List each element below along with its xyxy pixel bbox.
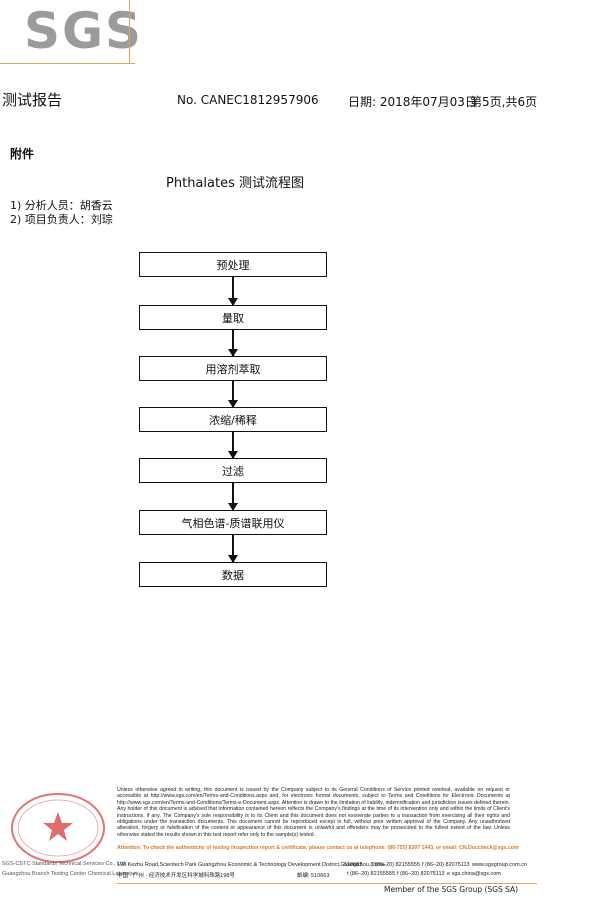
report-number: No. CANEC1812957906 — [177, 93, 319, 107]
address-cn: 中国 · 广州 · 经济技术开发区科学城科珠路198号 — [117, 873, 235, 879]
stamp-company-line: SGS-CSTC Standards Technical Services Co… — [2, 861, 127, 867]
appendix-label: 附件 — [10, 147, 35, 161]
logo-divider-vertical — [129, 0, 130, 64]
flow-arrow — [228, 381, 238, 408]
staff-list: 1) 分析人员：胡香云 2) 项目负责人：刘琮 — [10, 199, 113, 227]
footer-divider — [117, 883, 537, 884]
flow-arrow — [228, 483, 238, 511]
flow-arrow — [228, 432, 238, 459]
flow-arrow — [228, 330, 238, 357]
flow-step-data: 数据 — [139, 562, 327, 587]
flowchart-title: Phthalates 测试流程图 — [166, 176, 304, 191]
terms-conditions: Unless otherwise agreed in writing, this… — [117, 787, 510, 838]
flow-step-filter: 过滤 — [139, 458, 327, 483]
flow-arrow — [228, 277, 238, 306]
sgs-logo: SGS — [24, 2, 144, 60]
report-date: 日期: 2018年07月03日 — [348, 95, 477, 109]
email: e sgs.china@sgs.com — [447, 871, 501, 877]
address-en: 198 Kezhu Road,Scientech Park Guangzhou … — [117, 862, 385, 868]
stamp-lab-line: Guangzhou Branch Testing Center Chemical… — [2, 871, 139, 877]
staff-project-lead: 2) 项目负责人：刘琮 — [10, 213, 113, 226]
flow-step-measure: 量取 — [139, 305, 327, 330]
stamp-seal-icon — [11, 793, 105, 863]
logo-divider-horizontal — [0, 63, 135, 64]
flow-step-extraction: 用溶剂萃取 — [139, 356, 327, 381]
website: www.sgsgroup.com.cn — [472, 862, 528, 868]
postcode-cn: 邮编: 510663 — [297, 873, 330, 879]
flow-arrow — [228, 535, 238, 563]
inspection-stamp — [8, 790, 108, 865]
staff-analyst: 1) 分析人员：胡香云 — [10, 199, 113, 212]
flow-step-pretreatment: 预处理 — [139, 252, 327, 277]
report-title: 测试报告 — [2, 91, 63, 109]
postcode-en: 510663 — [344, 862, 363, 868]
report-header: 测试报告 No. CANEC1812957906 日期: 2018年07月03日… — [0, 91, 600, 109]
tel-en: t (86–20) 82155555 — [372, 862, 421, 868]
tel-cn: t (86–20) 82155555 — [347, 871, 396, 877]
page-indicator: 第5页,共6页 — [470, 95, 538, 109]
fax-en: f (86–20) 82075113 — [422, 862, 470, 868]
authenticity-notice: Attention: To check the authenticity of … — [117, 845, 519, 851]
flow-step-gcms: 气相色谱-质谱联用仪 — [139, 510, 327, 535]
fax-cn: f (86–20) 82075113 — [397, 871, 445, 877]
flow-step-concentrate-dilute: 浓缩/稀释 — [139, 407, 327, 432]
member-of-sgs: Member of the SGS Group (SGS SA) — [384, 885, 519, 894]
